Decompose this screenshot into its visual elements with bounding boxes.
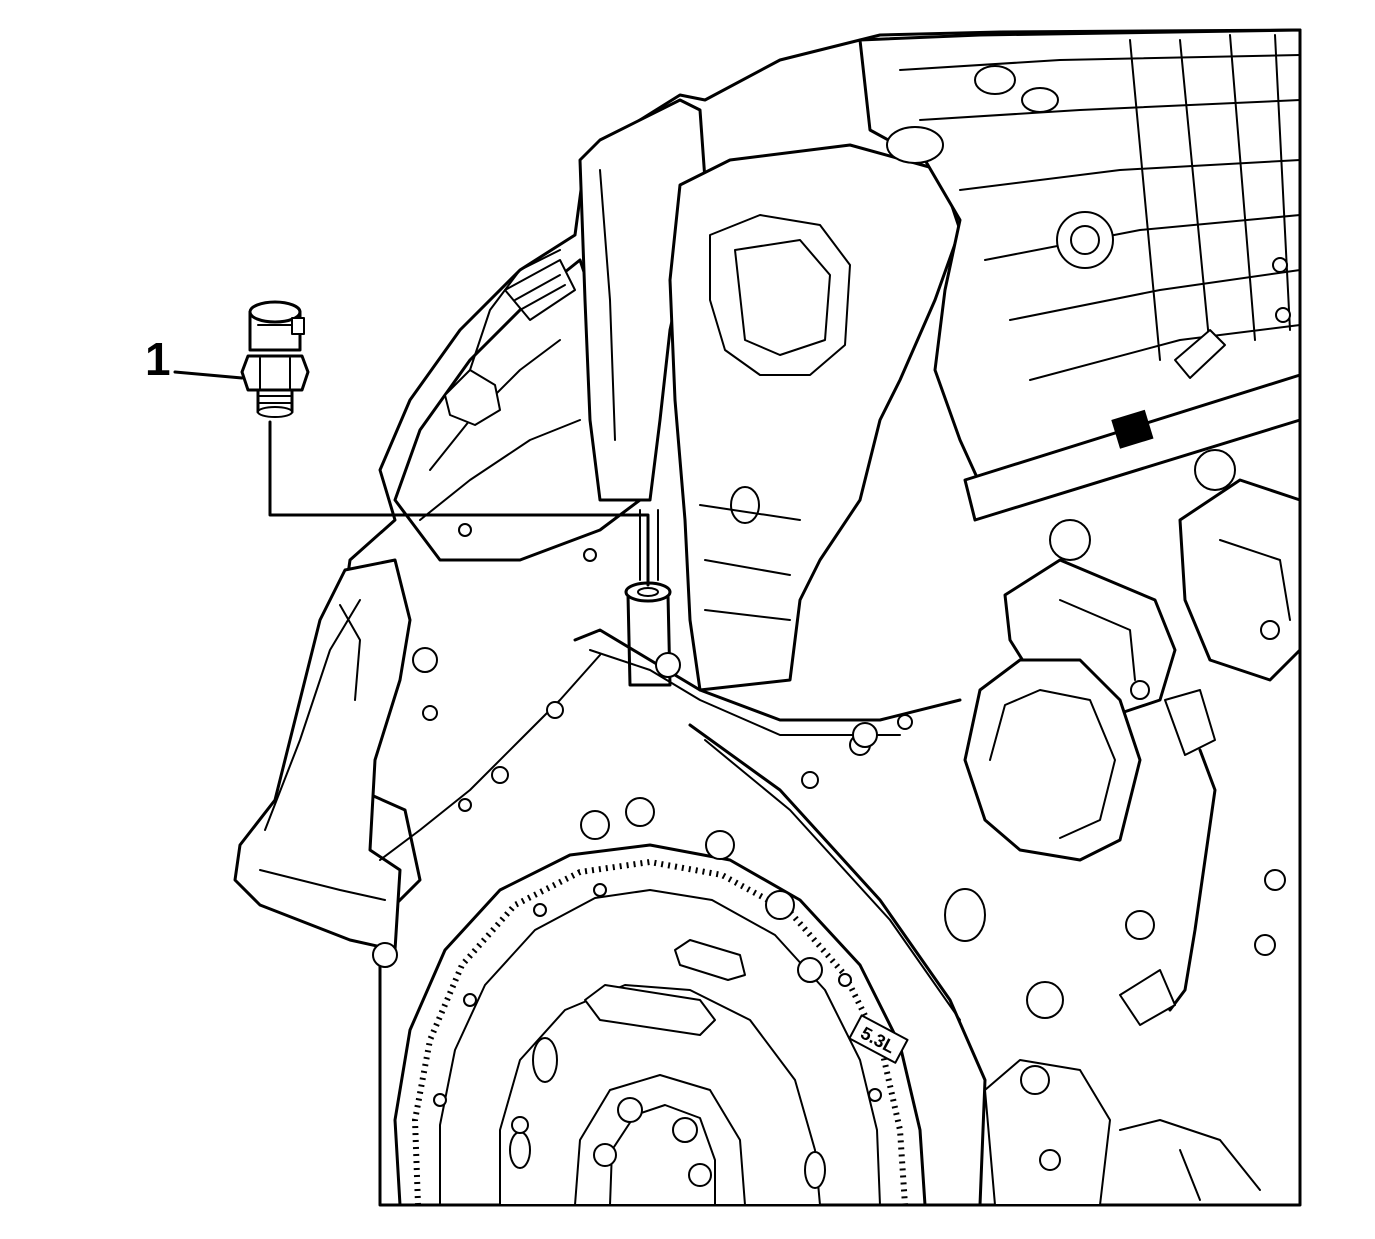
flexplate: 5.3L <box>393 843 927 1207</box>
block-rail <box>379 628 987 1207</box>
heat-shield <box>578 98 962 692</box>
lower-right-detail <box>984 1059 1261 1206</box>
timing-cover <box>944 658 1286 1026</box>
valve-cover-left <box>393 249 642 562</box>
oil-pressure-sensor <box>240 300 310 418</box>
callout-number-1: 1 <box>145 333 171 385</box>
bellhousing-bolts <box>580 652 878 983</box>
intake-manifold <box>858 28 1302 522</box>
callout-leader-1 <box>173 370 650 587</box>
